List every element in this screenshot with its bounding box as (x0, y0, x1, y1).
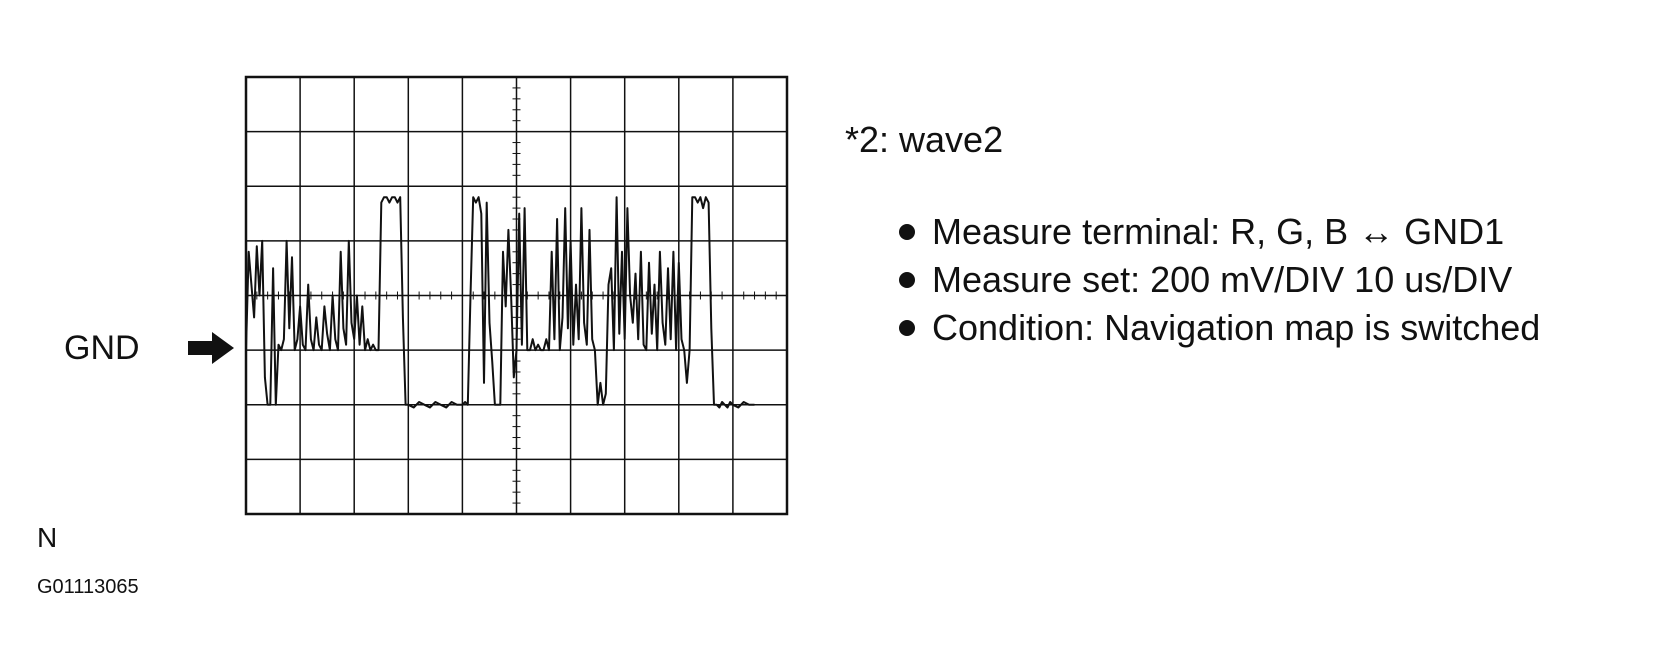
condition-item: Condition: Navigation map is switched (895, 304, 1540, 352)
bullet-icon (899, 320, 915, 336)
measure-terminal-item: Measure terminal: R, G, B ↔ GND1 (895, 208, 1540, 256)
measure-set-item: Measure set: 200 mV/DIV 10 us/DIV (895, 256, 1540, 304)
measure-set-text: Measure set: 200 mV/DIV 10 us/DIV (932, 259, 1513, 300)
waveform-trace (245, 196, 755, 409)
figure-letter: N (37, 522, 58, 553)
condition-text: Condition: Navigation map is switched (932, 307, 1541, 348)
right-arrow-icon (188, 332, 234, 364)
scope-grid (246, 77, 787, 514)
wave-title: *2: wave2 (845, 119, 1004, 160)
bullet-icon (899, 224, 915, 240)
scope-center-ticks (256, 87, 777, 504)
measurement-list: Measure terminal: R, G, B ↔ GND1 Measure… (895, 208, 1540, 352)
measure-terminal-text: Measure terminal: R, G, B ↔ GND1 (932, 211, 1505, 252)
bullet-icon (899, 272, 915, 288)
gnd-label: GND (64, 329, 140, 367)
figure-code: G01113065 (37, 576, 139, 598)
